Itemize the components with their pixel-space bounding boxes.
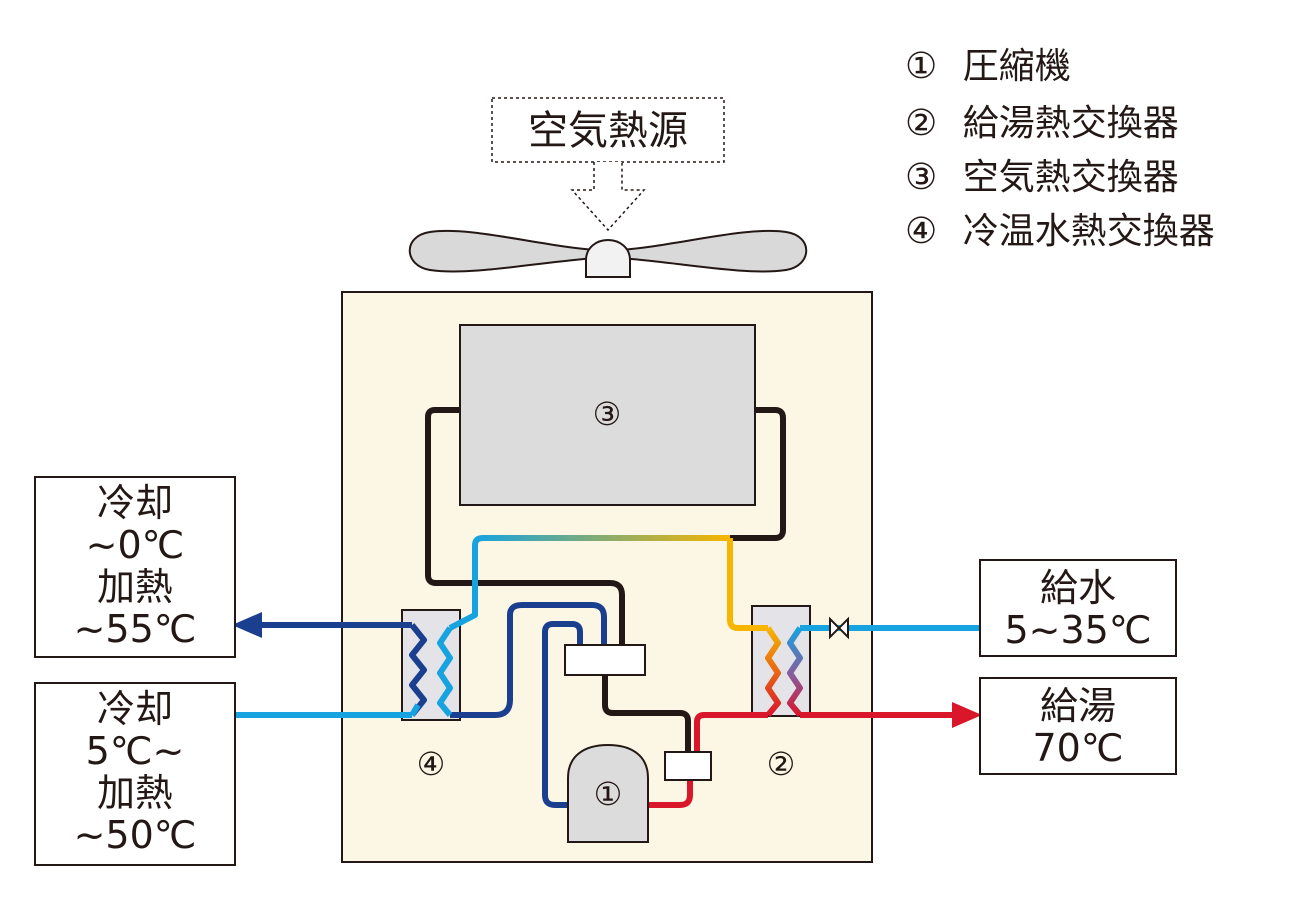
coil-light-blue-water [409,703,421,717]
legend-label-4: 冷温水熱交換器 [963,211,1215,252]
heat-source: 空気熱源 [491,97,725,232]
outlet-line-4: ~55℃ [74,607,197,651]
valve-icon [829,616,849,640]
hot-water-line-2: 70℃ [1032,726,1123,770]
outlet-line-2: ~0℃ [86,523,185,567]
pipes-dark-blue [255,602,607,808]
pipe-red-to-hx2 [694,712,768,752]
legend-marker-3: ③ [905,157,937,198]
fan-hub [585,238,631,278]
legend-item-1: ① 圧縮機 [905,46,1071,87]
heat-source-arrow [570,162,646,232]
legend-label-1: 圧縮機 [963,46,1071,87]
coil-hot-refrigerant [765,626,781,717]
legend-marker-1: ① [905,46,937,87]
hot-water-hx-label: ② [767,745,796,783]
compressor-label: ① [594,775,623,813]
pipe-dark-blue-outer [450,602,607,718]
legend-marker-2: ② [905,103,937,144]
supply-water-box: 給水 5~35℃ [979,559,1177,657]
legend-item-4: ④ 冷温水熱交換器 [905,211,1215,252]
hot-water-arrow-head [952,702,982,728]
expansion-valve [664,751,712,781]
pipe-yellow [727,538,768,631]
inlet-line-4: ~50℃ [74,813,197,857]
pipe-compressor-discharge [648,780,693,808]
coil-light-blue-refrigerant [437,626,453,717]
coil-dark-blue [409,623,427,717]
compressor [567,743,649,843]
inlet-line-2: 5℃~ [86,729,185,773]
outlet-line-3: 加熱 [97,565,173,609]
outlet-box: 冷却 ~0℃ 加熱 ~55℃ [34,476,236,658]
supply-water-line-2: 5~35℃ [1004,608,1151,652]
hot-water-box: 給湯 70℃ [979,677,1177,775]
legend-label-2: 給湯熱交換器 [963,103,1179,144]
outlet-line-1: 冷却 [97,481,173,525]
fan-blade-right [619,229,808,273]
inlet-line-1: 冷却 [97,687,173,731]
air-heat-exchanger [459,324,756,506]
fan-icon [408,229,808,278]
outlet-arrow-head [232,612,262,638]
pipe-top-gradient [472,535,730,585]
pipe-refrigerant-light-blue [448,583,478,631]
chilled-hot-water-hx-label: ④ [417,745,446,783]
air-heat-exchanger-label: ③ [593,395,622,433]
pipe-air-hx-left [425,407,625,645]
inlet-line-3: 加熱 [97,771,173,815]
heat-source-label: 空気熱源 [528,108,688,154]
pipe-to-valve [602,675,691,755]
legend-item-2: ② 給湯熱交換器 [905,103,1179,144]
legend-marker-4: ④ [905,211,937,252]
supply-water-line-1: 給水 [1040,566,1116,610]
refrigerant-pipes-black [425,407,786,755]
heat-source-box [491,97,725,163]
four-way-valve [564,644,646,676]
legend-label-3: 空気熱交換器 [963,157,1179,198]
hot-water-line-1: 給湯 [1040,684,1116,728]
coil-water [787,626,803,717]
legend-item-3: ③ 空気熱交換器 [905,157,1179,198]
legend: ① 圧縮機 ② 給湯熱交換器 ③ 空気熱交換器 ④ 冷温水熱交換器 [905,46,1215,252]
inlet-box: 冷却 5℃~ 加熱 ~50℃ [34,682,236,866]
fan-blade-left [408,229,597,273]
pipes-red [648,712,955,808]
pipe-air-hx-right [730,407,786,541]
pipe-dark-blue-inner [542,621,583,808]
